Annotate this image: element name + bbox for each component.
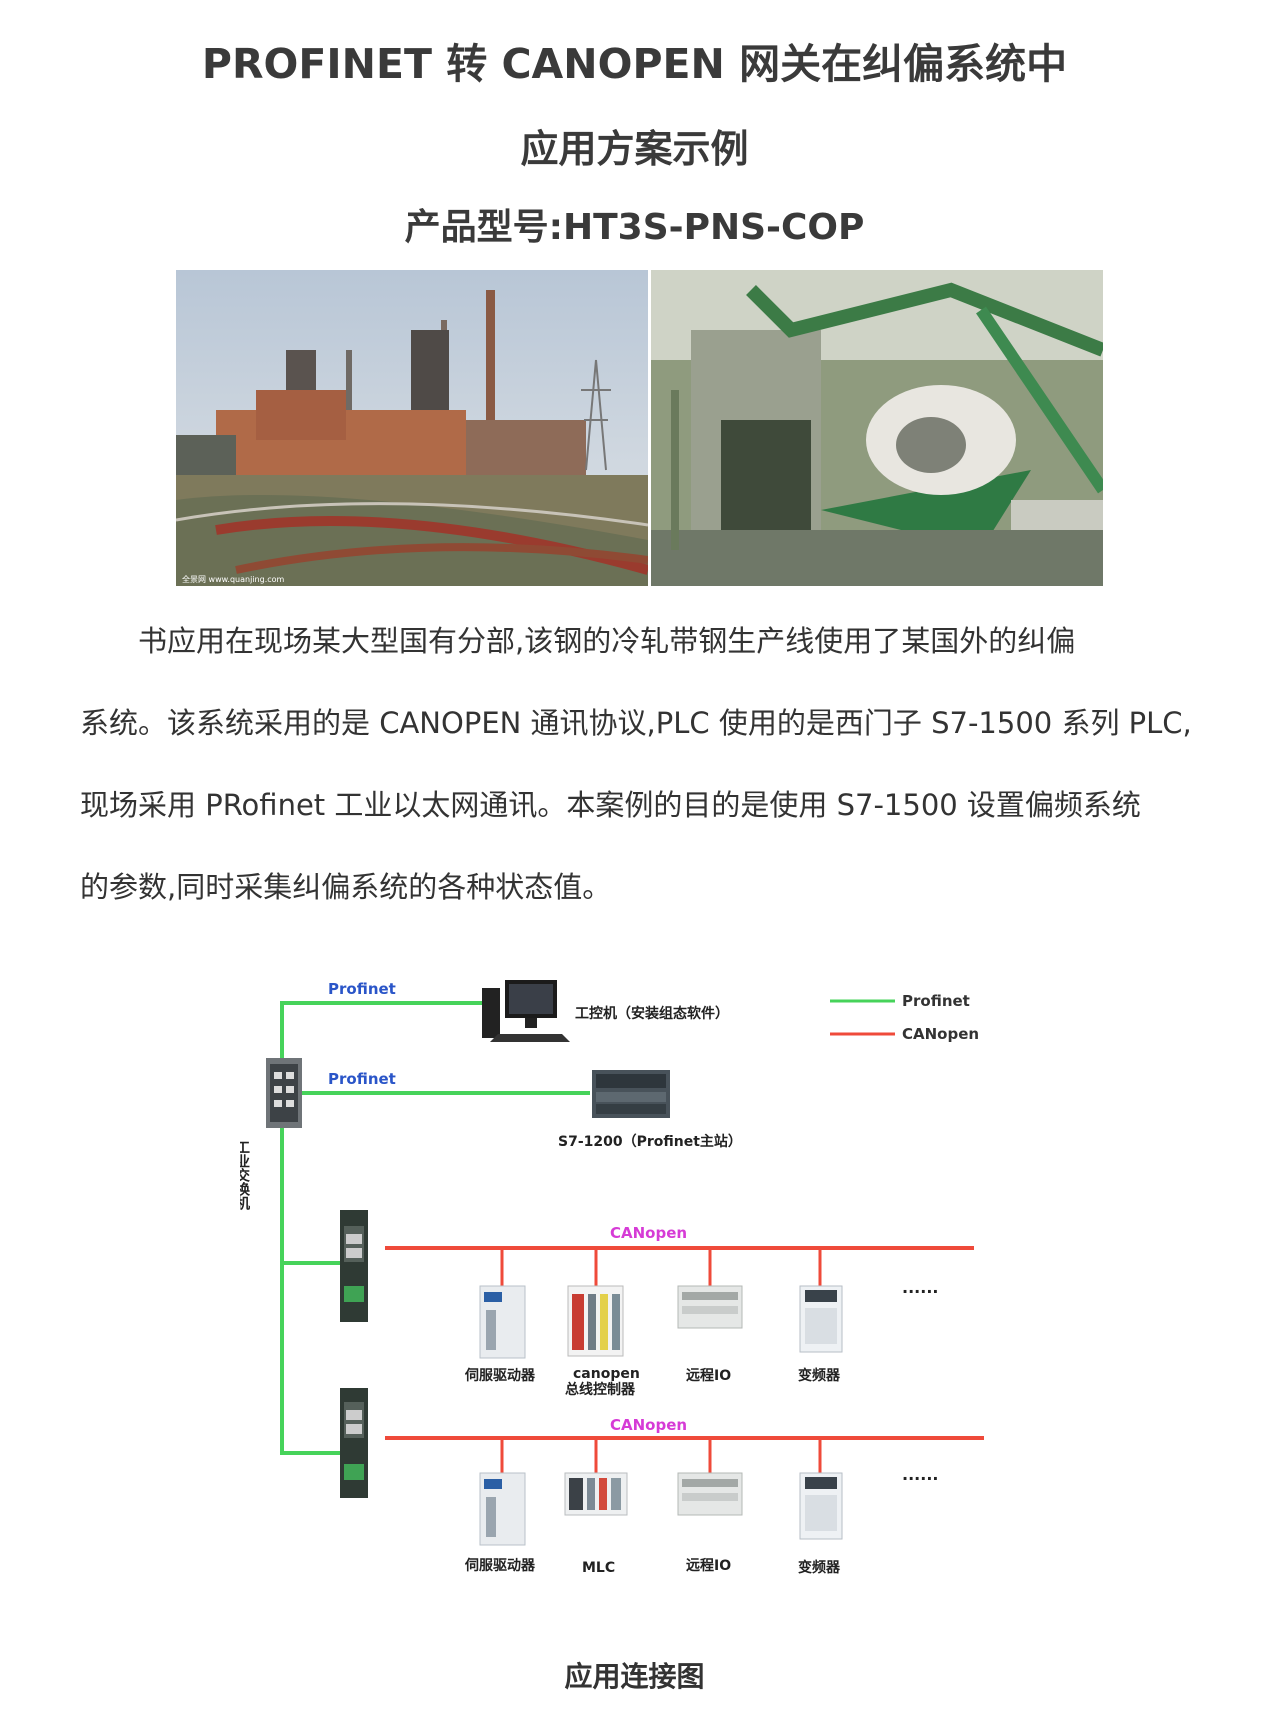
row2-mlc-label: MLC	[582, 1560, 615, 1576]
inverter-2-icon	[799, 1472, 843, 1540]
profinet-label-mid: Profinet	[328, 1070, 396, 1088]
row2-servo-label: 伺服驱动器	[464, 1557, 536, 1574]
switch-label: 工业交换机	[240, 1140, 250, 1211]
body-line-1: 书应用在现场某大型国有分部,该钢的冷轧带钢生产线使用了某国外的纠偏	[138, 624, 1076, 658]
row2-more: ......	[902, 1465, 938, 1484]
connection-diagram: Profinet CANopen Profinet Profinet CANop…	[234, 968, 1000, 1624]
photo-watermark: 全景网 www.quanjing.com	[182, 574, 285, 584]
servo-drive-1-icon	[479, 1285, 526, 1359]
legend-canopen: CANopen	[902, 1025, 979, 1043]
body-line-2: 系统。该系统采用的是 CANOPEN 通讯协议,PLC 使用的是西门子 S7-1…	[80, 706, 1192, 740]
gateway-1-icon	[340, 1210, 368, 1322]
profinet-label-top: Profinet	[328, 980, 396, 998]
row1-more: ......	[902, 1278, 938, 1297]
row1-remote-io-label: 远程IO	[686, 1368, 731, 1384]
product-model: 产品型号:HT3S-PNS-COP	[404, 207, 865, 248]
remote-io-2-icon	[677, 1472, 743, 1516]
row2-inverter-label: 变频器	[798, 1559, 841, 1576]
servo-drive-2-icon	[479, 1472, 526, 1546]
plc-label: S7-1200（Profinet主站）	[558, 1133, 742, 1150]
diagram-caption: 应用连接图	[564, 1660, 705, 1693]
row1-controller-label-2: 总线控制器	[565, 1381, 636, 1398]
gateway-2-icon	[340, 1388, 368, 1498]
document-subtitle: 应用方案示例	[520, 127, 749, 171]
row1-controller-label-1: canopen	[573, 1366, 640, 1382]
canopen-label-2: CANopen	[610, 1416, 687, 1434]
coil-machinery-photo	[651, 270, 1103, 586]
steel-plant-photo: 全景网 www.quanjing.com	[176, 270, 648, 586]
canopen-label-1: CANopen	[610, 1224, 687, 1242]
plc-icon	[592, 1070, 670, 1118]
document-title: PROFINET 转 CANOPEN 网关在纠偏系统中	[201, 40, 1068, 88]
profinet-trunk	[280, 1128, 340, 1455]
body-line-3: 现场采用 PRofinet 工业以太网通讯。本案例的目的是使用 S7-1500 …	[80, 788, 1141, 822]
row1-inverter-label: 变频器	[798, 1367, 841, 1384]
ipc-label: 工控机（安装组态软件）	[575, 1005, 729, 1022]
row1-servo-label: 伺服驱动器	[464, 1367, 536, 1384]
legend-profinet: Profinet	[902, 992, 970, 1010]
industrial-pc-icon	[482, 980, 570, 1042]
industrial-switch-icon	[266, 1058, 302, 1128]
remote-io-1-icon	[677, 1285, 743, 1329]
row2-remote-io-label: 远程IO	[686, 1558, 731, 1574]
body-line-4: 的参数,同时采集纠偏系统的各种状态值。	[80, 870, 612, 904]
mlc-icon	[564, 1472, 628, 1516]
bus-controller-1-icon	[567, 1285, 624, 1357]
inverter-1-icon	[799, 1285, 843, 1353]
